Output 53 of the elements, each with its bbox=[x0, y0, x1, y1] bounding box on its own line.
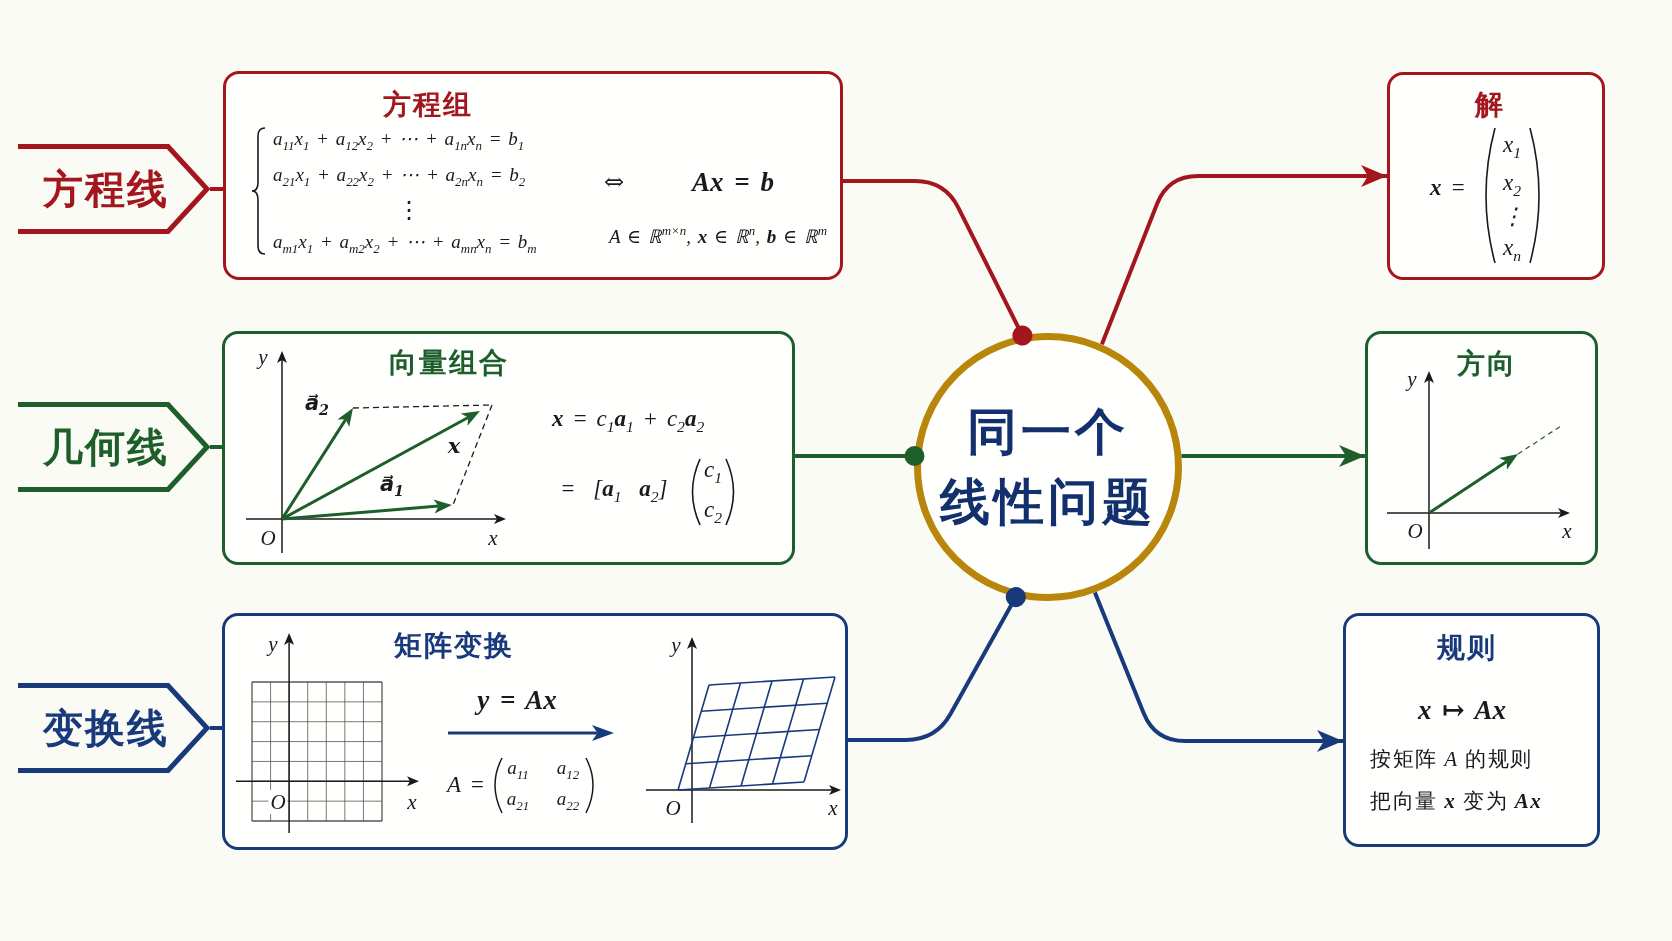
axis-label: x bbox=[828, 795, 838, 821]
equation: a$_{m1}$x$_{1}$ + a$_{m2}$x$_{2}$ + ⋯ + a$_{mn}$x$_{n}$ = b$_{m}$ bbox=[273, 231, 537, 257]
connector-line bbox=[843, 179, 1033, 346]
tag-title: 几何线 bbox=[43, 424, 169, 470]
tag-banner bbox=[18, 402, 210, 492]
vector-entry: x$_{1}$ bbox=[1503, 132, 1521, 162]
axis-label: x bbox=[407, 789, 417, 815]
box-title: 解 bbox=[1475, 88, 1505, 122]
equation: x = bbox=[1430, 174, 1466, 202]
axis-label: y bbox=[268, 631, 278, 657]
connector-line bbox=[848, 587, 1026, 742]
matrix-entry: a$_{22}$ bbox=[556, 788, 580, 814]
tag-title: 方程线 bbox=[43, 166, 169, 212]
box-title: 规则 bbox=[1437, 631, 1497, 665]
topic-box bbox=[223, 71, 843, 280]
vector-entry: c$_{1}$ bbox=[704, 457, 722, 487]
origin-label: O bbox=[268, 789, 288, 815]
connector-line bbox=[210, 726, 222, 730]
result-box bbox=[1343, 613, 1600, 847]
matrix-entry: a$_{21}$ bbox=[506, 788, 530, 814]
tag-title: 变换线 bbox=[43, 705, 169, 751]
equation: a$_{11}$x$_{1}$ + a$_{12}$x$_{2}$ + ⋯ + a$_{1n}$x$_{n}$ = b$_{1}$ bbox=[273, 128, 525, 154]
tag-banner bbox=[18, 683, 210, 773]
equation: = [a$_{1}$ a$_{2}$] bbox=[560, 476, 668, 506]
equation: Ax = b bbox=[692, 167, 774, 199]
equation: x ↦ Ax bbox=[1417, 695, 1507, 727]
arrow bbox=[1093, 591, 1343, 752]
matrix-entry: a$_{12}$ bbox=[556, 757, 580, 783]
ellipsis: ⋮ bbox=[1500, 203, 1524, 231]
topic-box bbox=[222, 613, 848, 850]
vector-entry: x$_{2}$ bbox=[1503, 170, 1521, 200]
arrow bbox=[1100, 165, 1387, 346]
box-title: 方程组 bbox=[383, 88, 473, 122]
result-box bbox=[1387, 72, 1605, 280]
equation: x = c$_{1}$a$_{1}$ + c$_{2}$a$_{2}$ bbox=[552, 406, 705, 436]
connector-line bbox=[795, 446, 925, 466]
ellipsis: ⋮ bbox=[397, 197, 421, 225]
vector-entry: x$_{n}$ bbox=[1503, 235, 1521, 265]
connector-line bbox=[210, 187, 223, 191]
origin-label: O bbox=[665, 795, 681, 821]
tag-banner bbox=[18, 144, 210, 234]
equation: a$_{21}$x$_{1}$ + a$_{22}$x$_{2}$ + ⋯ + a$_{2n}$x$_{n}$ = b$_{2}$ bbox=[273, 164, 526, 190]
equivalence-sign: ⇔ bbox=[603, 169, 625, 197]
description: 按矩阵 A 的规则把向量 x 变为 Ax bbox=[1370, 746, 1544, 815]
connector-line bbox=[210, 445, 222, 449]
matrix-label: A = bbox=[447, 771, 485, 799]
center-title: 同一个线性问题 bbox=[940, 402, 1156, 533]
axis-label: y bbox=[671, 632, 681, 658]
matrix-entry: a$_{11}$ bbox=[507, 757, 529, 783]
arrow bbox=[1181, 445, 1365, 467]
box-title: 矩阵变换 bbox=[394, 629, 514, 663]
vector-entry: c$_{2}$ bbox=[704, 497, 722, 527]
formula: A ∈ ℝ$^{m×n}$, x ∈ ℝ$^{n}$, b ∈ ℝ$^{m}$ bbox=[608, 224, 828, 248]
